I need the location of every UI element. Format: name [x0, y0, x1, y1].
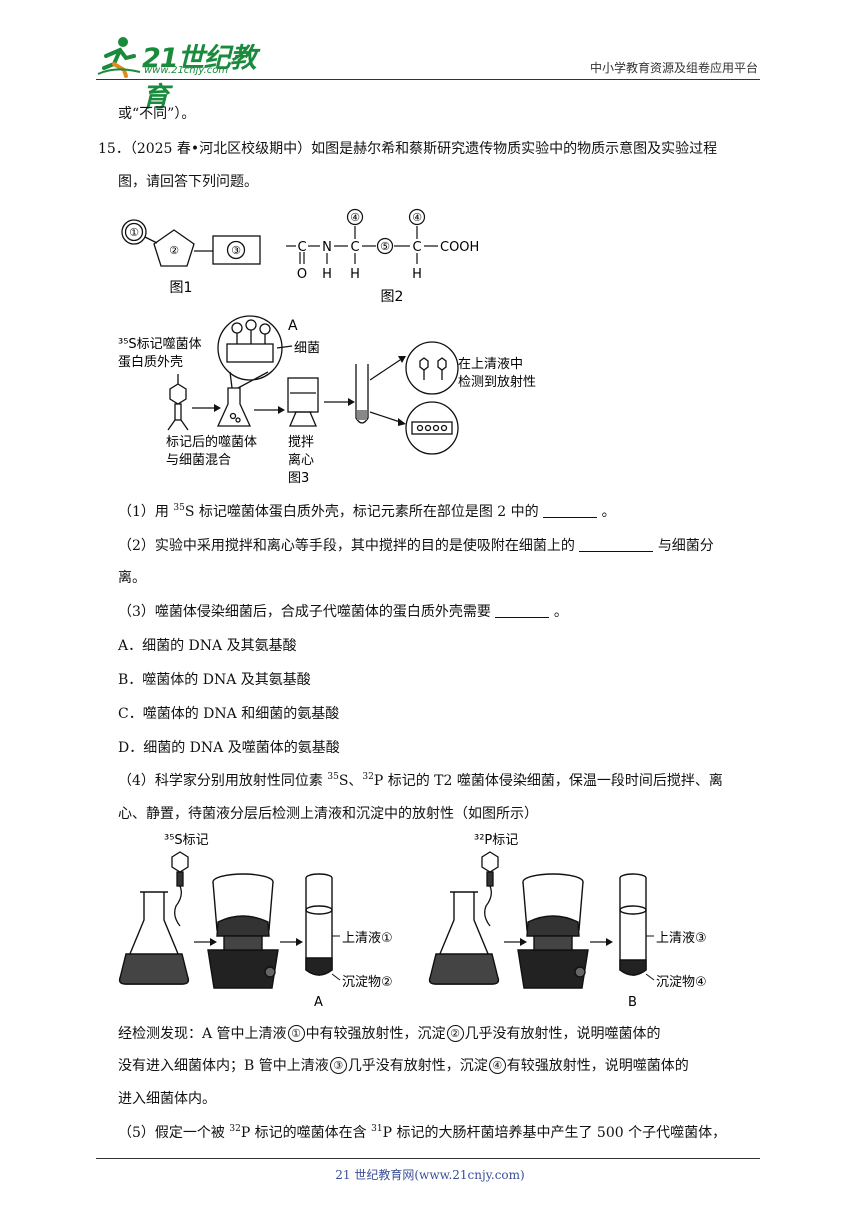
fig1-label-3: ③	[231, 244, 241, 257]
fig3-label-a: A	[288, 318, 298, 334]
sub-question-4: （4）科学家分别用放射性同位素 35S、32P 标记的 T2 噬菌体侵染细菌，保…	[118, 772, 723, 790]
footer-link[interactable]: 21 世纪教育网(www.21cnjy.com)	[335, 1168, 525, 1182]
answer-blank-1[interactable]	[543, 503, 598, 518]
fig3-label-stir: 搅拌	[288, 434, 314, 450]
sub-question-2-cont: 离。	[118, 570, 146, 586]
flask-icon	[216, 387, 252, 427]
fig2-atom-c3: C	[412, 240, 421, 255]
centrifuge-left	[207, 873, 279, 989]
fig2-atom-o: O	[297, 267, 307, 282]
figure-4-experiment: ³⁵S标记 上清液① 沉淀物② A ³²P标记	[118, 833, 707, 1010]
header-divider	[96, 79, 760, 80]
answer-blank-2[interactable]	[579, 537, 654, 552]
site-logo: 21世纪教育 www.21cnjy.com	[96, 34, 266, 113]
option-b[interactable]: B．噬菌体的 DNA 及其氨基酸	[118, 672, 311, 688]
fig3-label-centrifuge: 离心	[288, 452, 314, 468]
fig3-label-s35-2: 蛋白质外壳	[118, 354, 183, 370]
flask-left	[118, 891, 190, 985]
sub-question-5: （5）假定一个被 32P 标记的噬菌体在含 31P 标记的大肠杆菌培养基中产生了…	[118, 1124, 727, 1142]
option-d[interactable]: D．细菌的 DNA 及噬菌体的氨基酸	[118, 740, 340, 756]
finding-line-3: 进入细菌体内。	[118, 1091, 216, 1107]
circled-1: ①	[287, 1025, 305, 1042]
option-c[interactable]: C．噬菌体的 DNA 和细菌的氨基酸	[118, 706, 340, 722]
fig4-tube-b: B	[628, 995, 637, 1010]
sediment-circle-icon	[405, 401, 459, 455]
page-header: 21世纪教育 www.21cnjy.com 中小学教育资源及组卷应用平台	[96, 34, 760, 113]
figure-1-2: ① ② ③ 图1 C N C C COOH O H H H ④ ④ ⑤ 图2	[121, 208, 479, 304]
option-a[interactable]: A．细菌的 DNA 及其氨基酸	[118, 638, 297, 654]
fig2-atom-c2: C	[350, 240, 359, 255]
fig4-label-sediment-2: 沉淀物②	[342, 975, 393, 990]
beaker-icon	[287, 377, 319, 427]
fig1-caption: 图1	[170, 280, 193, 296]
fig4-label-supernatant-1: 上清液①	[342, 931, 393, 946]
fig3-label-supernatant-2: 检测到放射性	[458, 374, 536, 390]
fig3-label-s35-1: ³⁵S标记噬菌体	[118, 337, 202, 352]
circled-4: ④	[488, 1057, 506, 1074]
fig3-label-mix-1: 标记后的噬菌体	[166, 434, 257, 450]
flask-right	[428, 891, 500, 985]
fig4-label-s35: ³⁵S标记	[164, 833, 209, 848]
text-line: 或“不同”）。	[118, 106, 196, 122]
sub-question-3: （3）噬菌体侵染细菌后，合成子代噬菌体的蛋白质外壳需要 。	[118, 603, 568, 620]
zoom-circle-icon	[217, 315, 293, 389]
sub-question-1: （1）用 35S 标记噬菌体蛋白质外壳，标记元素所在部位是图 2 中的 。	[118, 503, 616, 521]
question-15-line-2: 图，请回答下列问题。	[118, 174, 258, 190]
logo-subtext: www.21cnjy.com	[144, 65, 229, 76]
runner-logo-icon	[97, 37, 141, 78]
fig2-atom-h3: H	[412, 267, 422, 282]
logo-text: 21世纪教育	[142, 43, 257, 113]
platform-name: 中小学教育资源及组卷应用平台	[589, 61, 758, 75]
fig4-label-supernatant-3: 上清液③	[656, 931, 707, 946]
answer-blank-3[interactable]	[495, 603, 550, 618]
figure-3-experiment: ³⁵S标记噬菌体 蛋白质外壳 标记后的噬菌体 与细菌混合 A 细菌 搅拌 离心 …	[118, 315, 536, 486]
phage-icon-right	[481, 851, 499, 927]
fig3-label-supernatant-1: 在上清液中	[458, 357, 523, 372]
question-15-line-1: 15．（2025 春•河北区校级期中）如图是赫尔希和蔡斯研究遗传物质实验中的物质…	[98, 141, 718, 157]
fig2-label-5: ⑤	[380, 240, 390, 253]
footer-divider	[96, 1158, 760, 1159]
fig3-caption: 图3	[288, 471, 309, 486]
fig2-atom-n: N	[322, 240, 332, 255]
fig1-label-2: ②	[169, 244, 179, 257]
fig2-label-4a: ④	[350, 211, 360, 224]
tube-a	[305, 873, 333, 976]
tube-b	[619, 873, 647, 976]
sub-question-2: （2）实验中采用搅拌和离心等手段，其中搅拌的目的是使吸附在细菌上的 与细菌分	[118, 537, 714, 554]
fig2-caption: 图2	[381, 289, 404, 304]
sub-question-4-cont: 心、静置，待菌液分层后检测上清液和沉淀中的放射性（如图所示）	[118, 806, 538, 822]
figure-2-peptide	[286, 208, 438, 264]
fig2-atom-h2: H	[350, 267, 360, 282]
fig2-atom-c1: C	[297, 240, 306, 255]
fig2-atom-cooh: COOH	[440, 240, 479, 255]
fig2-label-4b: ④	[412, 211, 422, 224]
fig4-tube-a: A	[314, 995, 323, 1010]
fig2-atom-h1: H	[322, 267, 332, 282]
circled-3: ③	[329, 1057, 347, 1074]
phage-icon-left	[171, 851, 189, 927]
fig1-label-1: ①	[129, 226, 139, 239]
figure-1-nucleotide	[121, 219, 261, 267]
fig3-label-mix-2: 与细菌混合	[166, 453, 231, 468]
circled-2: ②	[446, 1025, 464, 1042]
test-tube-icon	[355, 364, 369, 424]
phage-icon	[167, 374, 189, 431]
fig4-label-sediment-4: 沉淀物④	[656, 975, 707, 990]
centrifuge-right	[517, 873, 589, 989]
fig3-label-bacteria: 细菌	[294, 341, 320, 356]
supernatant-circle-icon	[405, 341, 459, 395]
fig4-label-p32: ³²P标记	[474, 833, 518, 848]
